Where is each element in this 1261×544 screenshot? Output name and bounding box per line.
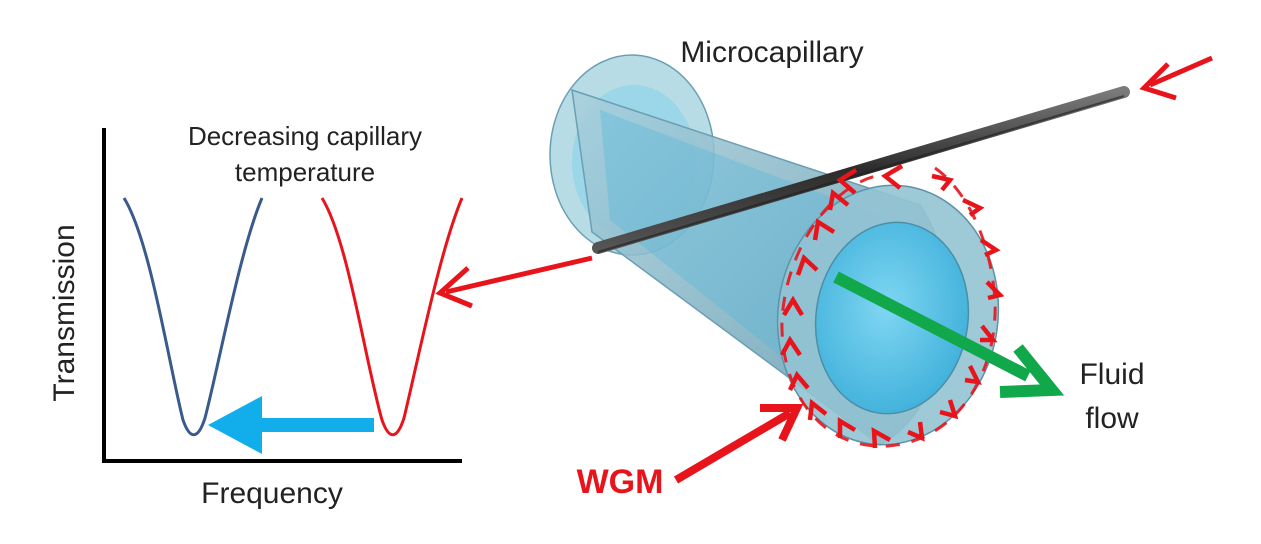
- microcapillary: Microcapillary: [549, 36, 1000, 446]
- red-resonance-curve: [320, 197, 464, 437]
- fluid-label-line2: flow: [1085, 402, 1139, 435]
- fiber-shadow: [597, 95, 1125, 253]
- wgm-pointer-arrow: [673, 404, 804, 484]
- decreasing-label-line2: temperature: [235, 157, 375, 187]
- arrow-left-icon: [208, 396, 374, 454]
- fluid-label-line1: Fluid: [1079, 358, 1144, 391]
- fiber-body: [592, 86, 1130, 254]
- spectrum-graph: Decreasing capillary temperature Transmi…: [48, 121, 464, 510]
- capillary-front-bore: [814, 221, 970, 415]
- microcapillary-label: Microcapillary: [680, 36, 863, 69]
- wgm-ring: [780, 164, 1005, 449]
- blue-resonance-curve: [122, 197, 264, 437]
- output-light-arrow: [435, 255, 593, 309]
- input-light-arrow: [1139, 55, 1213, 101]
- arrow-down-right-icon: [833, 271, 1065, 398]
- y-axis-label: Transmission: [48, 224, 81, 401]
- x-axis-label: Frequency: [201, 477, 343, 510]
- wgm-label: WGM: [577, 463, 664, 501]
- decreasing-label-line1: Decreasing capillary: [188, 121, 422, 151]
- tapered-fiber: [435, 55, 1213, 309]
